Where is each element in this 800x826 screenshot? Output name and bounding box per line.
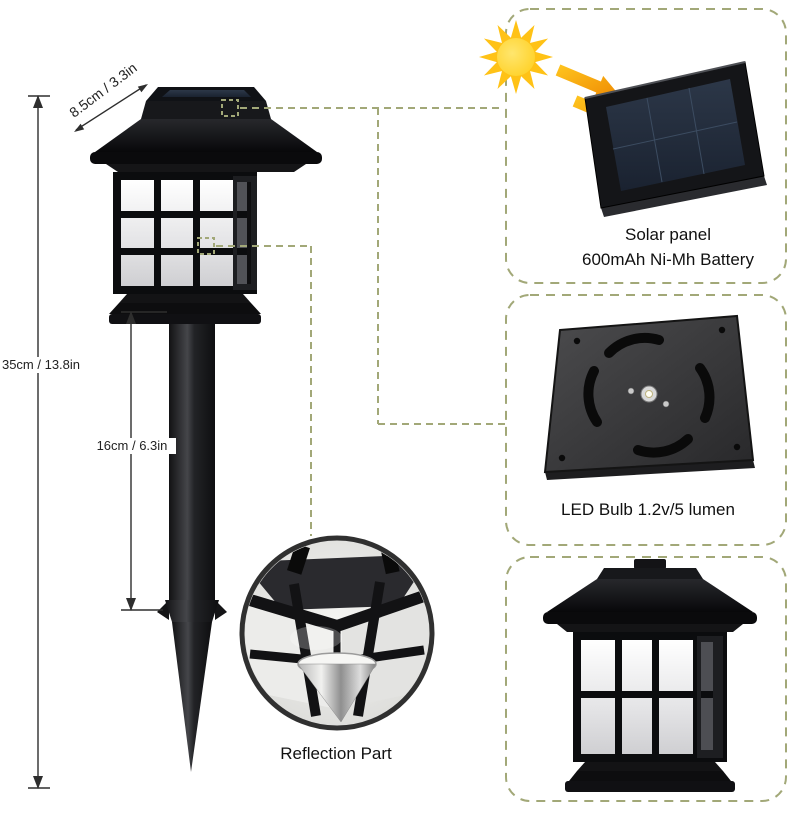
- led-callout-box: [505, 294, 787, 546]
- solar-panel-caption: Solar panel: [624, 225, 711, 244]
- sun-icon: [479, 20, 553, 94]
- lamp-body-marker: [197, 237, 215, 255]
- callout-connector-lines: [197, 99, 505, 536]
- led-module-photo: [543, 314, 755, 480]
- reflection-caption: Reflection Part: [280, 744, 392, 763]
- solar-cap-marker: [221, 99, 239, 117]
- stake-height-dimension-label: 16cm / 6.3in: [88, 438, 176, 454]
- lantern-callout-box: [505, 556, 787, 802]
- reflection-zoom-photo: [239, 535, 435, 731]
- overall-height-dimension-label: 35cm / 13.8in: [0, 357, 86, 373]
- cap-width-dimension-line: [74, 84, 148, 132]
- post-lantern-photo: [543, 559, 757, 792]
- solar-panel-photo: [584, 61, 767, 217]
- overall-height-dimension-line: [28, 95, 50, 789]
- stake-height-dimension-line: [121, 311, 167, 611]
- solar-panel-callout-box: [505, 8, 787, 284]
- garden-stake-light-photo: [90, 87, 322, 772]
- battery-caption: 600mAh Ni-Mh Battery: [582, 250, 754, 269]
- led-caption: LED Bulb 1.2v/5 lumen: [561, 500, 735, 519]
